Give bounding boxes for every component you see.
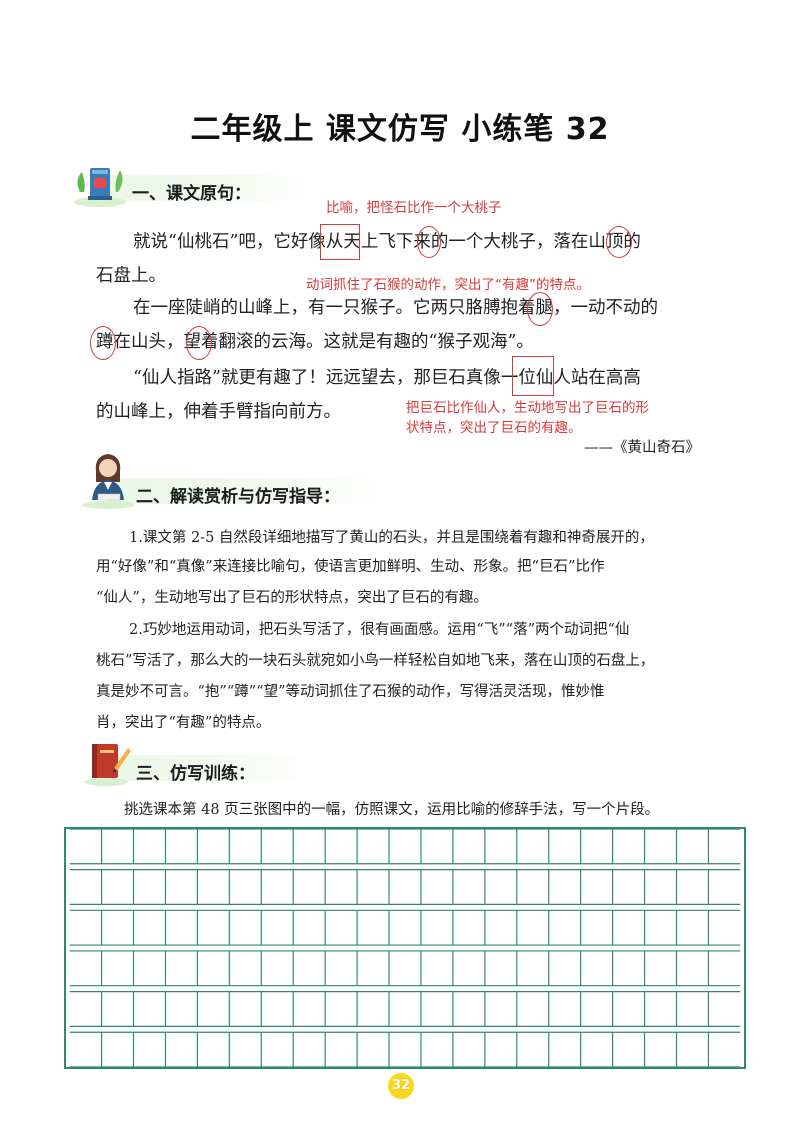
- highlight-circle-fei: [417, 226, 441, 258]
- highlight-circle-dun: [90, 326, 116, 360]
- analysis-p2-line3: 真是妙不可言。“抱”“蹲”“望”等动词抓住了石猴的动作，写得活灵活现，惟妙惟: [96, 684, 605, 700]
- highlight-circle-luo: [606, 226, 632, 258]
- source-citation: ——《黄山奇石》: [584, 440, 700, 456]
- book-plant-icon: [74, 168, 126, 207]
- annotation-metaphor-peach: 比喻，把怪石比作一个大桃子: [326, 200, 502, 216]
- page-title: 二年级上 课文仿写 小练笔 32: [190, 112, 610, 147]
- section1-bar: [96, 175, 306, 201]
- original-line-6: 的山峰上，伸着手臂指向前方。: [96, 402, 341, 422]
- original-line-2: 石盘上。: [96, 266, 166, 286]
- section3-bar: [104, 755, 304, 781]
- original-line-1: 就说“仙桃石”吧，它好像从天上飞下来的一个大桃子，落在山顶的: [133, 232, 641, 252]
- highlight-box-haoxiang: [320, 224, 360, 260]
- original-line-4: 蹲在山头，望着翻滚的云海。这就是有趣的“猴子观海”。: [96, 332, 534, 352]
- red-book-pencil-icon: [84, 744, 131, 786]
- highlight-box-zhenxiang: [512, 356, 554, 396]
- analysis-p1-line3: “仙人”，生动地写出了巨石的形状特点，突出了巨石的有趣。: [96, 590, 488, 606]
- original-line-3: 在一座陡峭的山峰上，有一只猴子。它两只胳膊抱着腿，一动不动的: [133, 298, 658, 318]
- annotation-verbs: 动词抓住了石猴的动作，突出了“有趣”的特点。: [306, 277, 590, 293]
- analysis-p2-line2: 桃石”写活了，那么大的一块石头就宛如小鸟一样轻松自如地飞来，落在山顶的石盘上，: [96, 653, 655, 669]
- section1-heading: 一、课文原句：: [132, 184, 251, 204]
- section3-heading: 三、仿写训练：: [136, 764, 255, 784]
- highlight-circle-wang: [186, 326, 212, 360]
- page-number-badge: 32: [388, 1073, 414, 1099]
- analysis-p1-line2: 用“好像”和“真像”来连接比喻句，使语言更加鲜明、生动、形象。把“巨石”比作: [96, 559, 605, 575]
- annotation-metaphor-immortal-1: 把巨石比作仙人，生动地写出了巨石的形: [406, 400, 649, 416]
- highlight-circle-bao: [527, 292, 553, 326]
- original-line-5: “仙人指路”就更有趣了！远远望去，那巨石真像一位仙人站在高高: [133, 368, 641, 388]
- section2-heading: 二、解读赏析与仿写指导：: [136, 487, 340, 507]
- analysis-p2-line1: 2.巧妙地运用动词，把石头写活了，很有画面感。运用“飞”“落”两个动词把“仙: [129, 622, 630, 638]
- annotation-metaphor-immortal-2: 状特点，突出了巨石的有趣。: [406, 420, 582, 436]
- analysis-p2-line4: 肖，突出了“有趣”的特点。: [96, 715, 271, 731]
- teacher-icon: [82, 454, 134, 509]
- analysis-p1-line1: 1.课文第 2-5 自然段详细地描写了黄山的石头，并且是围绕着有趣和神奇展开的，: [129, 530, 654, 546]
- writing-grid[interactable]: [64, 827, 746, 1069]
- exercise-instruction: 挑选课本第 48 页三张图中的一幅，仿照课文，运用比喻的修辞手法，写一个片段。: [124, 802, 660, 818]
- section2-bar: [104, 478, 384, 504]
